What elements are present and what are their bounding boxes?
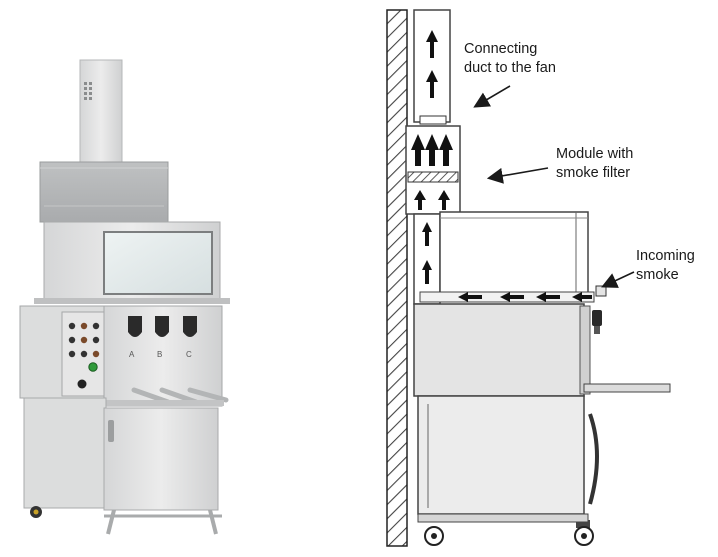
outlet-c: C	[183, 316, 197, 359]
filter-hood	[39, 161, 169, 223]
cabinet-door	[103, 407, 219, 511]
outlet-c-label: C	[186, 350, 192, 359]
lower-cabinet	[23, 397, 107, 509]
legs	[104, 509, 222, 535]
wall-hatched	[386, 9, 408, 547]
module-pointer-arrow	[486, 167, 549, 184]
side-shelf	[583, 383, 671, 393]
control-knobs	[68, 322, 100, 389]
outlet-b-label: B	[157, 350, 162, 359]
cross-section-diagram	[386, 9, 671, 547]
connecting-duct	[413, 9, 451, 123]
door-handle	[588, 413, 599, 505]
duct-up-arrows	[426, 30, 438, 98]
module-up-arrows	[411, 134, 453, 210]
outlet-a: A	[128, 316, 142, 359]
lower-duct-arrows	[422, 222, 432, 284]
module-callout: Module with smoke filter	[556, 146, 634, 181]
outlet-a-label: A	[129, 350, 135, 359]
generator-section	[413, 303, 585, 397]
glass-window	[103, 231, 213, 295]
channel-arrows	[458, 292, 592, 302]
side-knob-icon	[592, 310, 602, 334]
chimney-vent-icon	[84, 82, 92, 100]
lower-cabinet-section	[417, 395, 585, 515]
duct-pointer-arrow	[473, 85, 511, 108]
chimney	[79, 59, 123, 163]
duct-callout: Connecting duct to the fan	[464, 41, 556, 76]
smoke-callout: Incoming smoke	[636, 248, 695, 283]
outlet-b: B	[155, 316, 169, 359]
smoke-pointer-arrow	[601, 271, 635, 288]
smoking-unit-render: A B C	[19, 59, 230, 535]
glass-cabinet	[439, 211, 589, 297]
smoke-filter	[407, 171, 459, 183]
